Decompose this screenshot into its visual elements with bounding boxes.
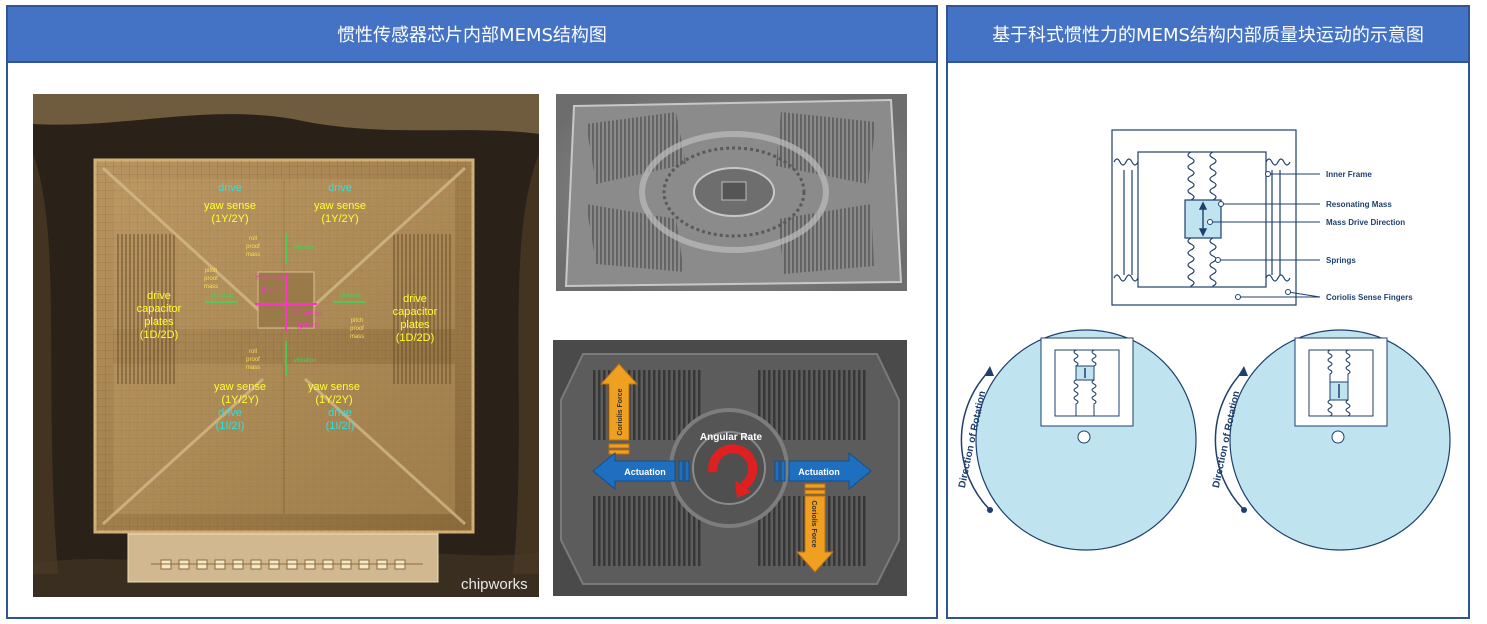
die-label-pitch-right-2: mass: [350, 334, 364, 340]
die-label-roll-bottom-2: mass: [246, 365, 260, 371]
die-label-pitch-left-1: proof: [204, 276, 218, 282]
gyro-label-coriolis-right: Coriolis Force: [810, 500, 817, 547]
die-label-pitch-left-0: pitch: [205, 268, 218, 274]
die-label-roll: (roll): [261, 285, 277, 294]
die-label-dcap-left-2: plates: [144, 316, 174, 328]
die-label-roll-top-1: proof: [246, 244, 260, 250]
die-label-pitch-right-1: proof: [350, 326, 364, 332]
label-springs: Springs: [1326, 256, 1356, 265]
die-label-vib-bottom: vibration: [294, 358, 317, 364]
die-label-yaw-br: yaw sense: [308, 381, 360, 393]
die-label-dcap-left-0: drive: [147, 290, 171, 302]
label-mass-drive-direction: Mass Drive Direction: [1326, 218, 1405, 227]
die-label-drive-br: drive: [328, 407, 352, 419]
gyro-label-actuation-right: Actuation: [798, 467, 840, 477]
die-label-dcap-right-1: capacitor: [393, 306, 438, 318]
die-label-drive-bl: drive: [218, 407, 242, 419]
label-coriolis-sense-fingers: Coriolis Sense Fingers: [1326, 293, 1413, 302]
die-label-dcap-right-3: (1D/2D): [396, 332, 435, 344]
die-label-yaw-bl-sub: (1Y/2Y): [221, 394, 258, 406]
die-label-roll-bottom-1: proof: [246, 357, 260, 363]
die-label-pitch-right-0: pitch: [351, 318, 364, 324]
gyro-label-actuation-left: Actuation: [624, 467, 666, 477]
gyro-label-angular-rate: Angular Rate: [700, 432, 763, 443]
sem-image: [556, 94, 907, 291]
die-label-dcap-right-2: plates: [400, 319, 430, 331]
die-label-ysense: Y sense: [255, 273, 284, 282]
gyro-label-coriolis-left: Coriolis Force: [617, 388, 624, 435]
die-label-vib-left: vibration: [211, 293, 234, 299]
gyro-actuation-image: Angular Rate Actuation Actuation Corioli…: [553, 340, 907, 596]
chipworks-watermark: chipworks: [461, 576, 528, 593]
die-label-vib-top: vibration: [294, 245, 317, 251]
die-label-drive-tl: drive: [218, 182, 242, 194]
die-label-pitch: (pitch): [297, 321, 320, 330]
die-label-dcap-left-1: capacitor: [137, 303, 182, 315]
die-label-yaw-tl-sub: (1Y/2Y): [211, 213, 248, 225]
die-label-roll-bottom-0: roll: [249, 349, 257, 355]
die-label-drive-br-sub: (1I/2I): [326, 420, 355, 432]
die-label-yaw-tl: yaw sense: [204, 200, 256, 212]
die-label-yaw-br-sub: (1Y/2Y): [315, 394, 352, 406]
chip-die-image: drive drive yaw sense (1Y/2Y) yaw sense …: [33, 94, 539, 597]
die-label-roll-top-2: mass: [246, 252, 260, 258]
die-label-pitch-left-2: mass: [204, 284, 218, 290]
die-label-yaw-bl: yaw sense: [214, 381, 266, 393]
die-label-drive-tr: drive: [328, 182, 352, 194]
die-label-roll-top-0: roll: [249, 236, 257, 242]
die-label-vib-right: vibration: [340, 293, 363, 299]
die-label-yaw-tr-sub: (1Y/2Y): [321, 213, 358, 225]
label-inner-frame: Inner Frame: [1326, 170, 1372, 179]
coriolis-schematic: Inner Frame Resonating Mass Mass Drive D…: [948, 110, 1468, 610]
die-label-yaw-tr: yaw sense: [314, 200, 366, 212]
die-label-drive-bl-sub: (1I/2I): [216, 420, 245, 432]
left-panel-title: 惯性传感器芯片内部MEMS结构图: [8, 7, 936, 63]
die-label-xsense: X sense: [294, 309, 323, 318]
right-panel-title: 基于科式惯性力的MEMS结构内部质量块运动的示意图: [948, 7, 1468, 63]
label-resonating-mass: Resonating Mass: [1326, 200, 1392, 209]
die-label-dcap-left-3: (1D/2D): [140, 329, 179, 341]
die-label-dcap-right-0: drive: [403, 293, 427, 305]
